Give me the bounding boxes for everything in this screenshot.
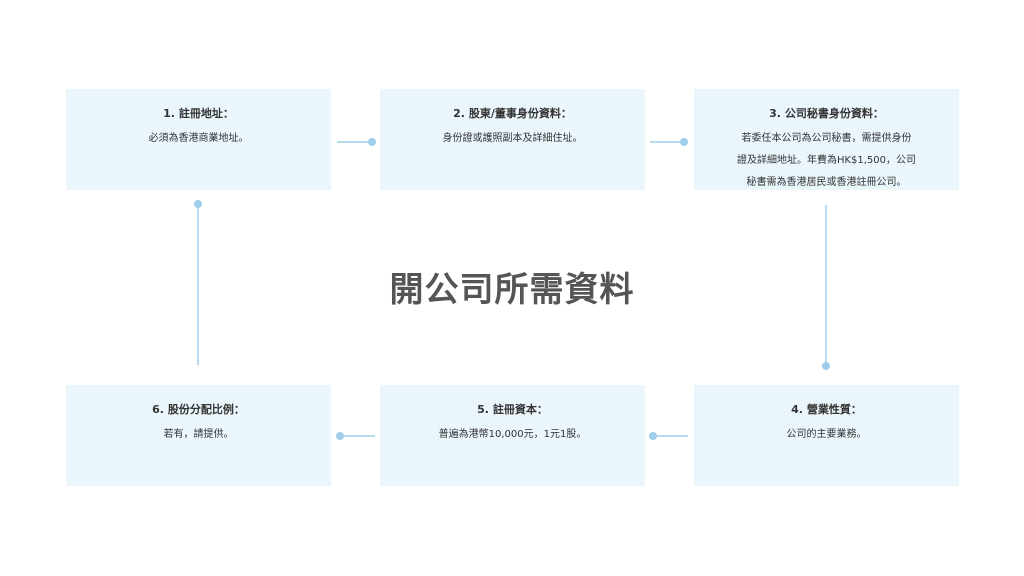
step-5-line-1: 普遍為港幣10,000元，1元1股。 [438,429,587,440]
step-3-title: 3. 公司秘書身份資料： [769,107,884,120]
step-2-title: 2. 股東/董事身份資料： [453,107,572,120]
step-box-6: 6. 股份分配比例： 若有，請提供。 [66,385,331,486]
step-box-3: 3. 公司秘書身份資料： 若委任本公司為公司秘書，需提供身份 證及詳細地址。年費… [694,89,959,190]
connector-6-1-dot [194,200,202,208]
diagram-title: 開公司所需資料 [389,270,635,310]
step-3-line-3: 秘書需為香港居民或香港註冊公司。 [746,177,907,188]
step-1-line-1: 必須為香港商業地址。 [148,133,249,144]
step-1-title: 1. 註冊地址： [163,107,234,120]
step-4-title: 4. 營業性質： [791,403,862,416]
connector-2-3-dot [680,138,688,146]
step-box-2: 2. 股東/董事身份資料： 身份證或護照副本及詳細住址。 [380,89,645,190]
step-4-line-1: 公司的主要業務。 [786,429,867,440]
step-box-4: 4. 營業性質： 公司的主要業務。 [694,385,959,486]
connector-3-4-dot [822,362,830,370]
step-6-line-1: 若有，請提供。 [163,429,234,440]
connector-1-2-dot [368,138,376,146]
step-2-line-1: 身份證或護照副本及詳細住址。 [442,133,583,144]
step-box-5: 5. 註冊資本： 普遍為港幣10,000元，1元1股。 [380,385,645,486]
step-6-title: 6. 股份分配比例： [152,403,245,416]
connector-5-6-dot [336,432,344,440]
step-box-1: 1. 註冊地址： 必須為香港商業地址。 [66,89,331,190]
step-3-line-2: 證及詳細地址。年費為HK$1,500，公司 [736,155,917,166]
step-3-line-1: 若委任本公司為公司秘書，需提供身份 [741,133,912,144]
connector-4-5-dot [649,432,657,440]
step-5-title: 5. 註冊資本： [477,403,548,416]
